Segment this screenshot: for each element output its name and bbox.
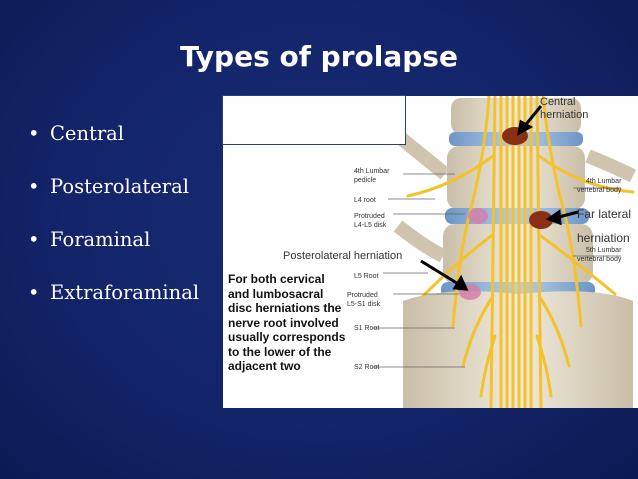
label-l4root: L4 root: [354, 197, 376, 204]
label-far-lateral-2: herniation: [577, 231, 630, 245]
label-body5: 5th Lumbar: [586, 247, 622, 254]
bullet-text: Posterolateral: [50, 175, 189, 198]
label-protruded-1: Protruded: [354, 213, 385, 220]
arrows: [420, 105, 579, 291]
label-s1root: S1 Root: [354, 325, 379, 332]
label-far-lateral: Far lateral: [577, 207, 631, 221]
label-posterolateral: Posterolateral herniation: [283, 250, 402, 262]
figure-note: For both cervical and lumbosacral disc h…: [228, 272, 346, 373]
spine-diagram: Central herniation 4th Lumbar pedicle 4t…: [223, 96, 638, 408]
bullet-item: •Central: [28, 122, 125, 145]
bullet-text: Central: [50, 122, 125, 145]
protruded-disk-l4l5: [468, 208, 488, 224]
bullet-text: Extraforaminal: [50, 281, 200, 304]
label-protruded-2b: L5-S1 disk: [347, 301, 381, 308]
label-protruded-2: Protruded: [347, 292, 378, 299]
label-s2root: S2 Root: [354, 364, 379, 371]
label-body4-b: vertebral body: [577, 187, 622, 194]
label-body4: 4th Lumbar: [586, 178, 622, 185]
bullet-list: •Central •Posterolateral •Foraminal •Ext…: [28, 122, 199, 334]
vertebra-l4: [447, 146, 585, 210]
blank-label-box: [222, 95, 406, 145]
vertebra-l3: [451, 98, 581, 134]
label-central-herniation: herniation: [540, 109, 588, 121]
label-pedicle-2: pedicle: [354, 177, 376, 184]
bullet-item: •Foraminal: [28, 228, 151, 251]
bullet-item: •Extraforaminal: [28, 281, 200, 304]
slide-title: Types of prolapse: [180, 40, 458, 73]
spine-illustration: Central herniation 4th Lumbar pedicle 4t…: [283, 96, 637, 408]
label-body5-b: vertebral body: [577, 256, 622, 263]
label-l5root: L5 Root: [354, 273, 379, 280]
far-lateral-herniation: [529, 211, 553, 229]
label-pedicle: 4th Lumbar: [354, 168, 390, 175]
bullet-item: •Posterolateral: [28, 175, 189, 198]
bullet-text: Foraminal: [50, 228, 151, 251]
label-protruded-1b: L4-L5 disk: [354, 222, 387, 229]
label-central: Central: [540, 96, 575, 108]
